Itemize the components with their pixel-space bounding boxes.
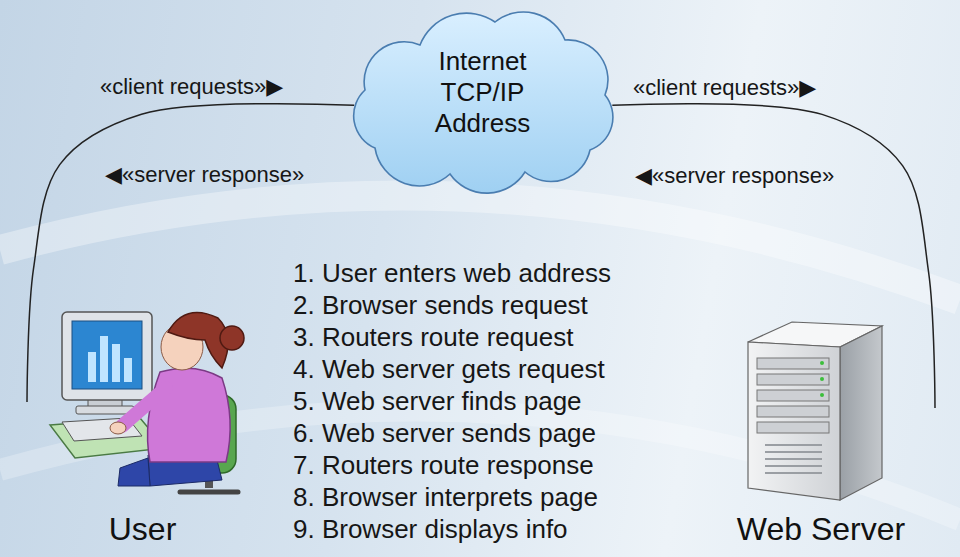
step-item: 5. Web server finds page (293, 386, 582, 416)
monitor-base (76, 406, 134, 414)
server-illustration (748, 322, 882, 500)
drive-bay (757, 358, 829, 369)
step-item: 7. Routers route response (293, 450, 594, 480)
step-item: 8. Browser interprets page (293, 482, 598, 512)
connector-arc (612, 104, 935, 408)
step-item: 9. Browser displays info (293, 514, 568, 544)
chair-base (180, 490, 238, 495)
step-item: 6. Web server sends page (293, 418, 596, 448)
monitor-bezel (62, 312, 152, 400)
chart-bar (112, 344, 120, 382)
step-item: 3. Routers route request (293, 322, 573, 352)
chart-bar (100, 336, 108, 382)
flow-label: «client requests»▶ (633, 75, 816, 100)
hair (168, 312, 228, 368)
flow-label: ◀«server response» (105, 162, 304, 187)
background-swoosh (0, 195, 960, 300)
hand (110, 422, 126, 434)
web-server-node: Web Server (705, 300, 937, 552)
user-illustration (50, 312, 244, 492)
step-item: 1. User enters web address (293, 258, 611, 288)
arm (122, 388, 166, 426)
step-item: 2. Browser sends request (293, 290, 588, 320)
server-side (840, 326, 882, 500)
led (820, 393, 824, 397)
drive-bay (757, 406, 829, 417)
node-caption: Web Server (737, 511, 905, 548)
background-swoosh (0, 411, 960, 520)
cloud-label: Internet TCP/IP Address (408, 46, 558, 139)
chart-bar (88, 352, 96, 382)
drive-bay (757, 390, 829, 401)
step-item: 4. Web server gets request (293, 354, 605, 384)
hair-bun (220, 326, 244, 350)
internet-cloud: Internet TCP/IP Address (335, 0, 630, 195)
node-caption: User (109, 511, 177, 548)
flow-label: ◀«server response» (635, 163, 834, 188)
drive-bay (757, 422, 829, 433)
flow-label: «client requests»▶ (100, 74, 283, 99)
torso (148, 368, 231, 462)
drive-bay (757, 374, 829, 385)
server-front (748, 342, 840, 500)
user-node: User (25, 300, 260, 552)
led (820, 377, 824, 381)
vent-slots (765, 445, 822, 473)
cloud-outline (354, 12, 613, 193)
led (820, 361, 824, 365)
chart-bar (124, 358, 132, 382)
legs (118, 458, 150, 486)
monitor-screen (72, 321, 142, 389)
